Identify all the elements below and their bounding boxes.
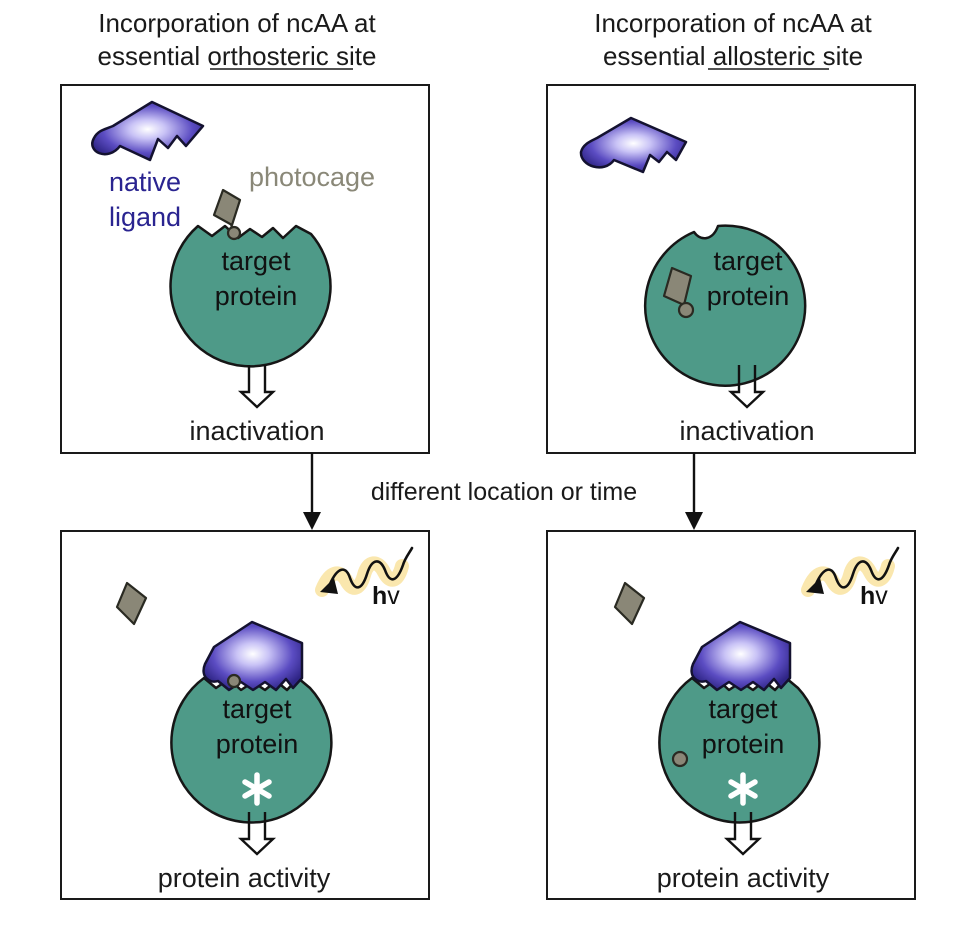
protein-label-line1: target bbox=[708, 694, 778, 724]
transition-label: different location or time bbox=[371, 478, 637, 506]
outcome-label: protein activity bbox=[657, 863, 830, 893]
ligand-label-line2: ligand bbox=[109, 202, 181, 232]
target-protein-icon bbox=[658, 676, 821, 824]
protein-label-line1: target bbox=[713, 246, 783, 276]
light-arrowhead-icon bbox=[806, 578, 824, 594]
light-label: hv bbox=[860, 582, 888, 610]
hollow-down-arrow-icon bbox=[237, 365, 277, 409]
outcome-label: inactivation bbox=[189, 416, 324, 446]
cage-anchor-icon bbox=[671, 750, 689, 768]
header-right-line1: Incorporation of ncAA at bbox=[594, 8, 872, 38]
released-photocage-icon bbox=[613, 581, 646, 626]
activity-star-icon bbox=[242, 772, 272, 806]
photocage-icon bbox=[212, 188, 242, 227]
light-label: hv bbox=[372, 582, 400, 610]
cage-anchor-icon bbox=[677, 301, 695, 319]
transition-arrows: different location or time bbox=[303, 453, 703, 530]
outcome-label: protein activity bbox=[158, 863, 331, 893]
photocage-label: photocage bbox=[249, 162, 375, 192]
outcome-label: inactivation bbox=[679, 416, 814, 446]
header-left-line1: Incorporation of ncAA at bbox=[98, 8, 376, 38]
header-right: Incorporation of ncAA at essential allos… bbox=[594, 8, 872, 71]
native-ligand-icon bbox=[202, 620, 304, 692]
header-left: Incorporation of ncAA at essential ortho… bbox=[98, 8, 377, 71]
activity-star-icon bbox=[728, 772, 758, 806]
light-wave-icon bbox=[328, 546, 414, 589]
light-arrowhead-icon bbox=[320, 578, 338, 594]
protein-label-line1: target bbox=[221, 246, 291, 276]
released-photocage-icon bbox=[115, 581, 148, 626]
target-protein-icon bbox=[643, 224, 807, 387]
hollow-down-arrow-icon bbox=[727, 365, 767, 409]
hollow-down-arrow-icon bbox=[723, 812, 763, 856]
cage-anchor-icon bbox=[226, 673, 242, 689]
native-ligand-icon bbox=[91, 100, 205, 162]
hollow-down-arrow-icon bbox=[237, 812, 277, 856]
target-protein-icon bbox=[169, 224, 332, 368]
panel-top-left-content: native ligand photocage target protein i… bbox=[91, 100, 375, 446]
panel-bottom-right-content: hv target protein protein activity bbox=[613, 546, 900, 893]
right-flow-arrowhead-icon bbox=[685, 512, 703, 530]
panel-bottom-left-content: hv target protein protein activity bbox=[115, 546, 414, 893]
panel-top-right-content: target protein inactivation bbox=[579, 116, 815, 446]
protein-label-line2: protein bbox=[702, 729, 785, 759]
light-wave-icon bbox=[814, 546, 900, 589]
native-ligand-icon bbox=[579, 116, 688, 174]
header-right-line2: essential allosteric site bbox=[603, 41, 863, 71]
header-left-line2: essential orthosteric site bbox=[98, 41, 377, 71]
ligand-label-line1: native bbox=[109, 167, 181, 197]
native-ligand-icon bbox=[690, 620, 792, 692]
target-protein-icon bbox=[170, 676, 333, 824]
protein-label-line2: protein bbox=[707, 281, 790, 311]
protein-label-line1: target bbox=[222, 694, 292, 724]
cage-anchor-icon bbox=[226, 225, 242, 241]
protein-label-line2: protein bbox=[216, 729, 299, 759]
left-flow-arrowhead-icon bbox=[303, 512, 321, 530]
protein-label-line2: protein bbox=[215, 281, 298, 311]
